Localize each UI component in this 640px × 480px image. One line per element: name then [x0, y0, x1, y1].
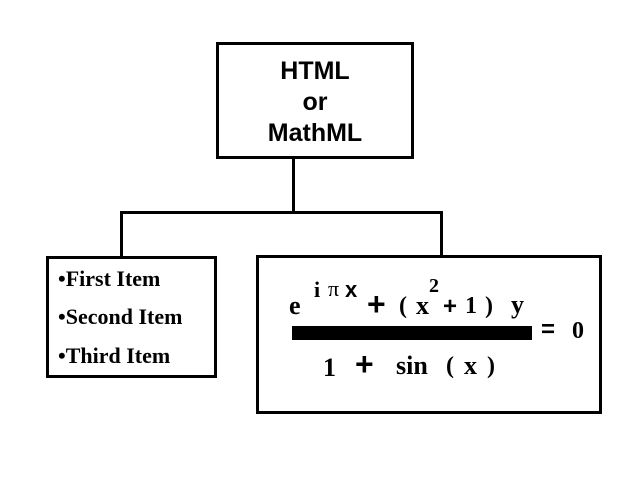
numerator-plus-1: + — [367, 286, 386, 322]
connector-horizontal — [120, 211, 443, 214]
numerator-y: y — [511, 290, 524, 319]
list-item-third: •Third Item — [58, 343, 171, 368]
numerator-plus-2: + — [443, 293, 458, 320]
fraction-bar — [292, 326, 532, 340]
denominator-sin: sin — [396, 351, 428, 380]
connector-trunk — [292, 158, 295, 214]
denominator-plus: + — [355, 346, 374, 382]
exponent-i: i — [314, 277, 321, 302]
equals-sign: = — [541, 316, 556, 343]
denominator-close-paren: ) — [487, 353, 495, 379]
list-item-first: •First Item — [58, 266, 161, 291]
result-zero: 0 — [572, 318, 584, 344]
numerator-one: 1 — [465, 293, 477, 319]
connector-left-drop — [120, 211, 123, 257]
root-node-box: HTML or MathML — [216, 42, 414, 159]
root-node-line-or: or — [302, 88, 328, 116]
numerator-close-paren: ) — [485, 293, 493, 319]
denominator-x: x — [464, 351, 477, 380]
list-node-box: •First Item •Second Item •Third Item — [46, 256, 217, 378]
denominator-open-paren: ( — [446, 353, 454, 379]
numerator-e: e — [289, 291, 301, 320]
numerator-open-paren: ( — [399, 293, 407, 319]
list-item-second: •Second Item — [58, 304, 183, 329]
exponent-pi: π — [328, 276, 340, 301]
denominator-one: 1 — [323, 353, 336, 382]
root-node-line-html: HTML — [280, 57, 350, 85]
root-node-line-mathml: MathML — [267, 119, 363, 147]
exponent-x: x — [345, 277, 358, 302]
connector-right-drop — [440, 211, 443, 256]
numerator-superscript-2: 2 — [429, 275, 439, 297]
numerator-x: x — [416, 291, 429, 320]
